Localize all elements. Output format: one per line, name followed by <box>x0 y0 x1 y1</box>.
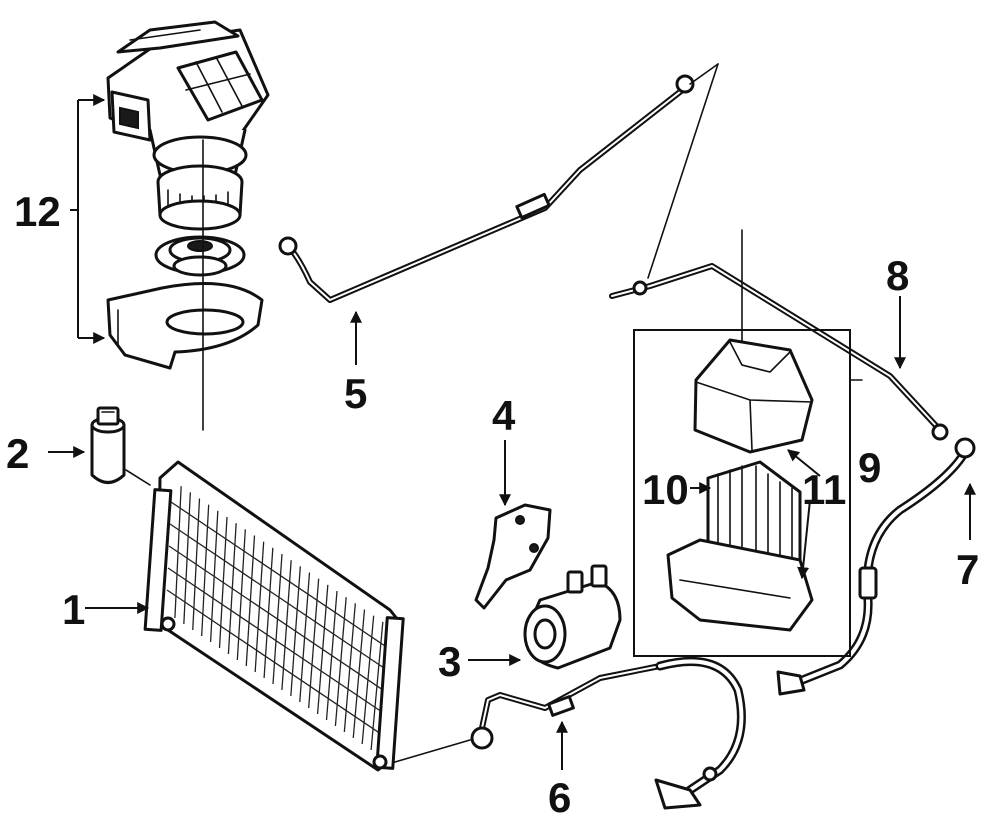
callout-labels: 1 2 3 4 5 6 7 8 9 10 11 12 <box>6 188 979 821</box>
compressor <box>523 564 622 670</box>
receiver-drier <box>90 406 151 486</box>
callout-1: 1 <box>62 586 85 633</box>
liquid-line <box>609 263 949 441</box>
callout-7: 7 <box>956 546 979 593</box>
compressor-bracket <box>474 503 552 610</box>
callout-2: 2 <box>6 430 29 477</box>
callout-6: 6 <box>548 774 571 821</box>
callout-4: 4 <box>492 392 516 439</box>
evaporator-group <box>633 229 863 657</box>
callout-11: 11 <box>802 466 846 513</box>
callout-5: 5 <box>344 370 367 417</box>
discharge-hose-bottom <box>470 656 746 810</box>
callout-9: 9 <box>858 444 881 491</box>
callout-12: 12 <box>14 188 61 235</box>
callout-8: 8 <box>886 252 909 299</box>
discharge-hose-right <box>776 437 976 696</box>
callout-10: 10 <box>642 466 689 513</box>
condenser <box>143 460 471 772</box>
blower-assembly <box>106 20 270 431</box>
leader-arrows <box>48 94 976 770</box>
suction-line <box>278 63 719 303</box>
callout-3: 3 <box>438 638 461 685</box>
